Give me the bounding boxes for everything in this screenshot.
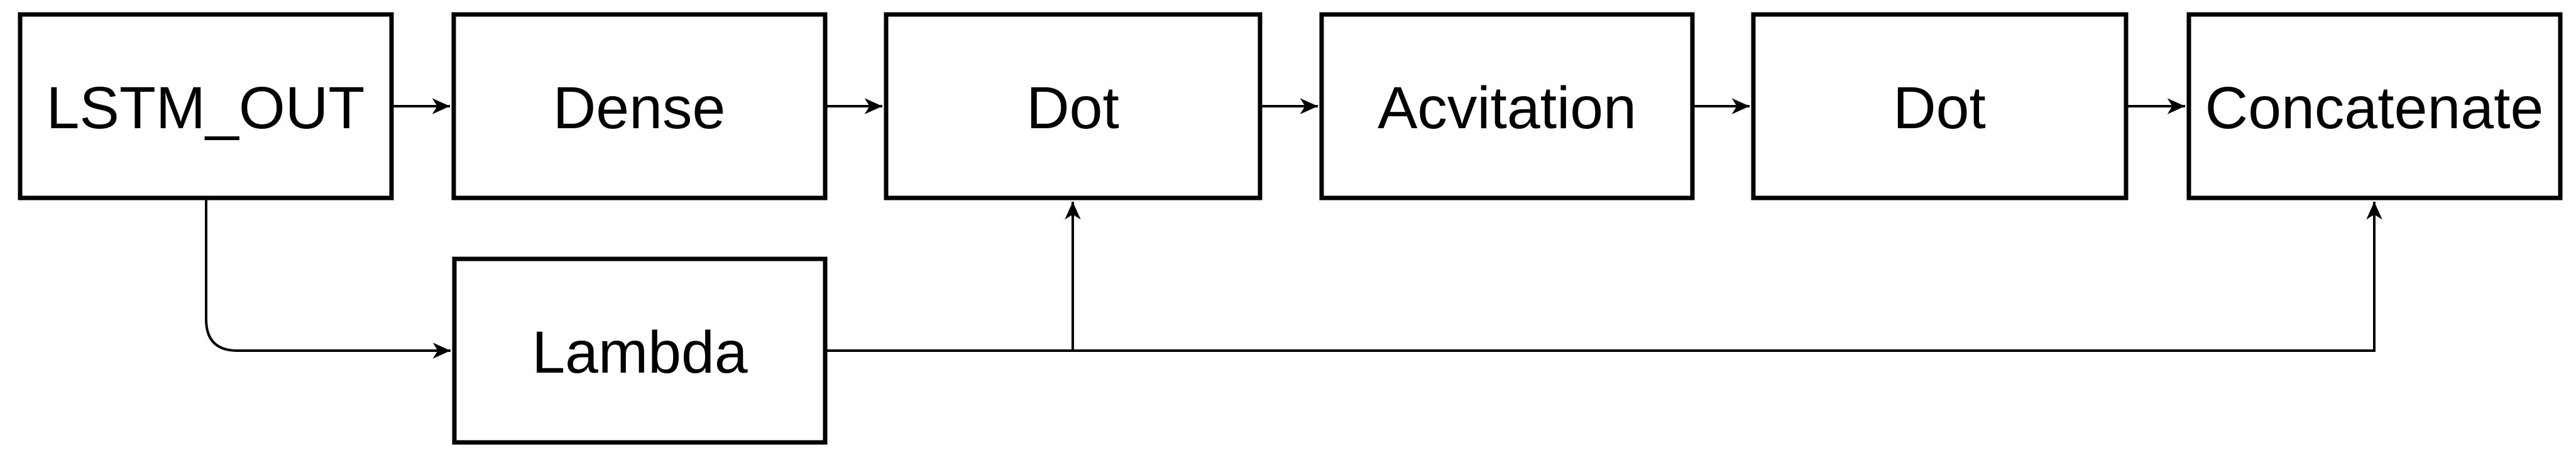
node-dot-2-label: Dot [1893, 75, 1986, 141]
node-acvitation-box [1319, 12, 1695, 200]
node-acvitation-label: Acvitation [1378, 75, 1636, 141]
node-lambda-box [452, 256, 828, 445]
node-lstm-out: LSTM_OUT [18, 12, 394, 200]
node-dot-2-box [1751, 12, 2129, 200]
node-dot-1-box [884, 12, 1263, 200]
node-lambda: Lambda [452, 256, 828, 445]
node-lstm-out-box [18, 12, 394, 200]
node-concatenate: Concatenate [2186, 12, 2563, 200]
node-dot-2: Dot [1751, 12, 2129, 200]
node-lambda-label: Lambda [532, 319, 747, 386]
edge-group [205, 98, 2382, 359]
node-dense: Dense [451, 12, 828, 200]
node-acvitation: Acvitation [1319, 12, 1695, 200]
node-concatenate-box [2186, 12, 2563, 200]
edge-lambda-to-concatenate [825, 202, 2382, 352]
node-dot-1: Dot [884, 12, 1263, 200]
node-concatenate-label: Concatenate [2205, 75, 2544, 141]
edge-lstmout-to-lambda [205, 198, 451, 359]
node-lstm-out-label: LSTM_OUT [47, 75, 365, 141]
node-group: LSTM_OUT Dense Dot Acvitation Dot Concat [18, 12, 2563, 445]
node-dense-label: Dense [553, 75, 726, 141]
node-dot-1-label: Dot [1026, 75, 1119, 141]
node-dense-box [451, 12, 828, 200]
